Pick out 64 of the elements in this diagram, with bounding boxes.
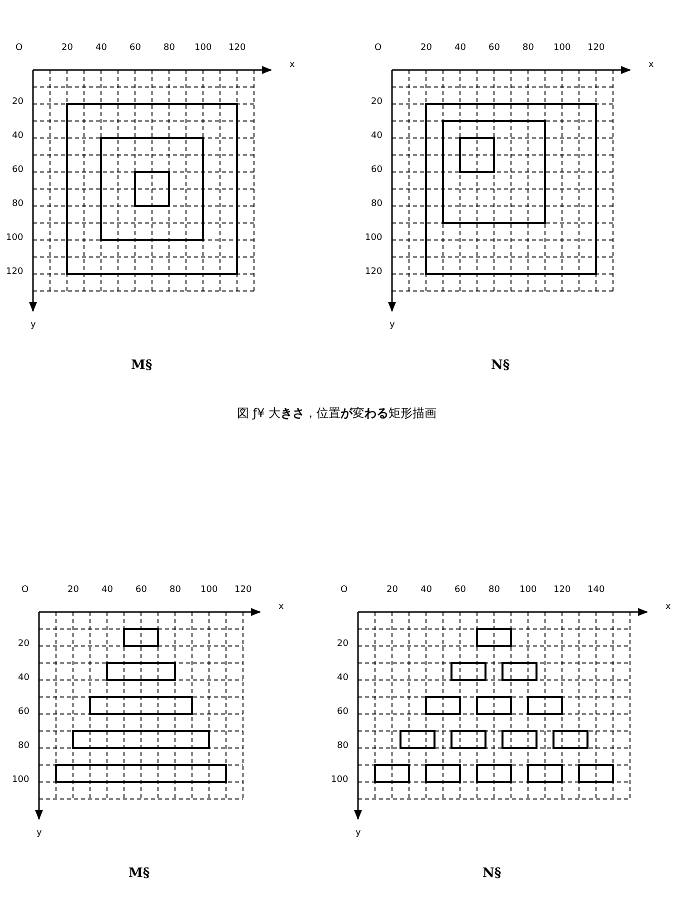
axis-tick-label: 20 (337, 638, 348, 650)
axis-tick-label: 80 (488, 584, 500, 596)
subfigure-label: M§ (128, 868, 150, 878)
axis-tick-label: 20 (18, 638, 30, 650)
axis-tick-label: 120 (228, 42, 246, 54)
origin-label: O (340, 584, 348, 596)
axis-tick-label: 40 (420, 584, 432, 596)
axis-tick-label: 60 (454, 584, 466, 596)
origin-label: O (374, 42, 382, 54)
axis-tick-label: 100 (554, 42, 571, 54)
subfigure-label: N§ (491, 360, 510, 370)
subfigure-label: N§ (482, 868, 502, 878)
axis-tick-label: 100 (6, 232, 24, 244)
axis-tick-label: 60 (18, 706, 30, 718)
axis-tick-label: 100 (331, 774, 348, 786)
axis-tick-label: 120 (6, 266, 24, 278)
axis-tick-label: 20 (420, 42, 432, 54)
axis-label: y (30, 320, 36, 330)
axis-tick-label: 80 (371, 198, 382, 210)
axis-tick-label: 80 (12, 198, 24, 210)
axis-tick-label: 40 (96, 42, 107, 54)
axis-tick-label: 60 (488, 42, 500, 54)
axis-tick-label: 20 (12, 96, 24, 108)
axis-label: y (356, 828, 361, 838)
axis-tick-label: 80 (337, 740, 348, 752)
origin-label: O (22, 584, 29, 596)
axis-tick-label: 120 (588, 42, 605, 54)
axis-tick-label: 120 (554, 584, 571, 596)
axis-tick-label: 80 (170, 584, 181, 596)
axis-tick-label: 60 (371, 164, 382, 176)
axis-tick-label: 20 (62, 42, 73, 54)
axis-label: y (390, 320, 395, 330)
axis-label: y (36, 828, 42, 838)
origin-label: O (16, 42, 23, 54)
axis-tick-label: 100 (12, 774, 30, 786)
axis-tick-label: 40 (18, 672, 30, 684)
axis-label: x (278, 602, 284, 612)
axis-tick-label: 100 (200, 584, 218, 596)
axis-label: x (666, 602, 671, 612)
axis-tick-label: 60 (136, 584, 147, 596)
axis-tick-label: 40 (371, 130, 382, 142)
axis-tick-label: 40 (102, 584, 113, 596)
axis-tick-label: 40 (337, 672, 348, 684)
axis-tick-label: 80 (522, 42, 534, 54)
axis-label: x (648, 60, 654, 70)
axis-tick-label: 20 (386, 584, 398, 596)
axis-tick-label: 100 (194, 42, 212, 54)
figure-caption: 図 ƒ¥ 大きさ，位置が変わる矩形描画 (237, 408, 436, 419)
axis-tick-label: 40 (454, 42, 466, 54)
axis-tick-label: 60 (130, 42, 141, 54)
axis-tick-label: 20 (371, 96, 382, 108)
axis-tick-label: 100 (520, 584, 537, 596)
axis-tick-label: 120 (234, 584, 252, 596)
subfigure-label: M§ (131, 360, 152, 370)
axis-tick-label: 100 (365, 232, 382, 244)
axis-label: x (290, 60, 295, 70)
axis-tick-label: 80 (164, 42, 175, 54)
axis-tick-label: 120 (365, 266, 382, 278)
axis-tick-label: 40 (12, 130, 24, 142)
axis-tick-label: 60 (337, 706, 348, 718)
axis-tick-label: 140 (588, 584, 605, 596)
axis-tick-label: 60 (12, 164, 24, 176)
axis-tick-label: 80 (18, 740, 30, 752)
axis-tick-label: 20 (68, 584, 79, 596)
